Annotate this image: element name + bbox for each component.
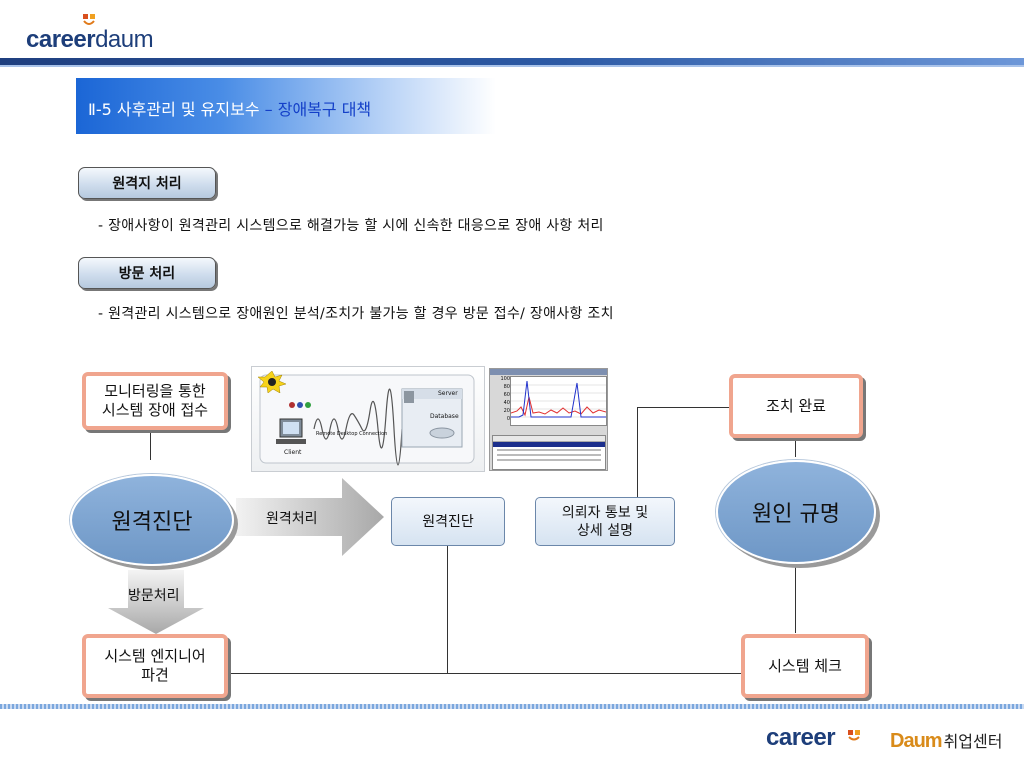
logo-daum-text: daum: [95, 26, 154, 53]
footer-rule: [0, 704, 1024, 709]
footer-career-text: career: [766, 724, 836, 751]
monitoring-line2: 시스템 장애 접수: [101, 401, 209, 419]
remote-diagnosis-ellipse-label: 원격진단: [111, 510, 193, 535]
y-tick: 0: [506, 416, 510, 422]
client-notice-line2: 상세 설명: [577, 522, 633, 539]
connector-to-complete: [637, 407, 730, 408]
database-label: Database: [430, 413, 459, 420]
remote-process-arrow: [236, 478, 386, 556]
y-tick: 20: [503, 408, 510, 414]
logo-emblem-icon: [82, 12, 96, 26]
connector-bottom-horizontal: [228, 673, 742, 674]
footer-daum-text: Daum: [890, 730, 943, 752]
remote-diagnosis-box-label: 원격진단: [422, 513, 474, 530]
gear-icon: [257, 370, 287, 394]
page-title-main: Ⅱ-5 사후관리 및 유지보수: [88, 100, 265, 119]
connector-diag-box-down: [447, 545, 448, 673]
monitor-titlebar: [490, 369, 607, 375]
y-tick: 60: [503, 392, 510, 398]
section-visit-pill: 방문 처리: [78, 257, 216, 289]
performance-monitor-screenshot: 100 80 60 40 20 0: [489, 368, 608, 471]
connector-cause-to-check: [795, 565, 796, 633]
page-title-accent: – 장애복구 대책: [264, 100, 372, 119]
connector-monitor-to-ellipse: [150, 430, 151, 460]
title-banner: [76, 78, 496, 134]
system-check-box: 시스템 체크: [741, 634, 869, 698]
monitoring-line1: 모니터링을 통한: [104, 382, 206, 400]
client-notice-line1: 의뢰자 통보 및: [561, 504, 649, 521]
client-label: Client: [284, 449, 302, 456]
remote-diagnosis-ellipse: 원격진단: [70, 474, 234, 566]
remote-diagnosis-box: 원격진단: [391, 497, 505, 546]
remote-desktop-illustration: Server Database Remote Desktop Connectio…: [251, 366, 485, 472]
section-visit-description: - 원격관리 시스템으로 장애원인 분석/조치가 불가능 할 경우 방문 접수/…: [98, 306, 614, 322]
server-label: Server: [438, 390, 458, 397]
connector-notice-up: [637, 407, 638, 497]
engineer-line1: 시스템 엔지니어: [104, 647, 206, 665]
y-axis-ticks: 100 80 60 40 20 0: [500, 375, 510, 423]
visit-process-arrow: [108, 570, 204, 634]
footer-career-emblem-icon: [848, 727, 860, 741]
monitor-plot-area: [510, 376, 607, 426]
cause-identification-label: 원인 규명: [752, 502, 840, 527]
section-visit-label: 방문 처리: [118, 266, 176, 282]
cause-identification-ellipse: 원인 규명: [716, 460, 876, 564]
section-remote-label: 원격지 처리: [112, 176, 182, 192]
remote-process-label: 원격처리: [266, 511, 318, 527]
careerdaum-logo: careerdaum: [26, 12, 166, 56]
section-remote-pill: 원격지 처리: [78, 167, 216, 199]
monitor-counter-table: [492, 435, 606, 470]
section-remote-description: - 장애사항이 원격관리 시스템으로 해결가능 할 시에 신속한 대응으로 장애…: [98, 218, 604, 234]
connection-label: Remote Desktop Connection: [316, 431, 388, 437]
y-tick: 40: [503, 400, 510, 406]
y-tick: 80: [503, 384, 510, 390]
footer-center-text: 취업센터: [943, 732, 1003, 751]
action-complete-box: 조치 완료: [729, 374, 863, 438]
page-title: Ⅱ-5 사후관리 및 유지보수 – 장애복구 대책: [88, 96, 371, 120]
action-complete-label: 조치 완료: [766, 396, 826, 415]
system-check-label: 시스템 체크: [768, 656, 842, 675]
logo-career-text: career: [26, 26, 96, 53]
visit-process-label: 방문처리: [128, 588, 180, 604]
y-tick: 100: [500, 376, 510, 382]
footer-career-logo: career: [766, 724, 836, 752]
header-rule-light: [0, 65, 1024, 67]
engineer-line2: 파견: [141, 666, 169, 684]
header-rule: [0, 58, 1024, 65]
connector-complete-to-cause: [795, 437, 796, 457]
